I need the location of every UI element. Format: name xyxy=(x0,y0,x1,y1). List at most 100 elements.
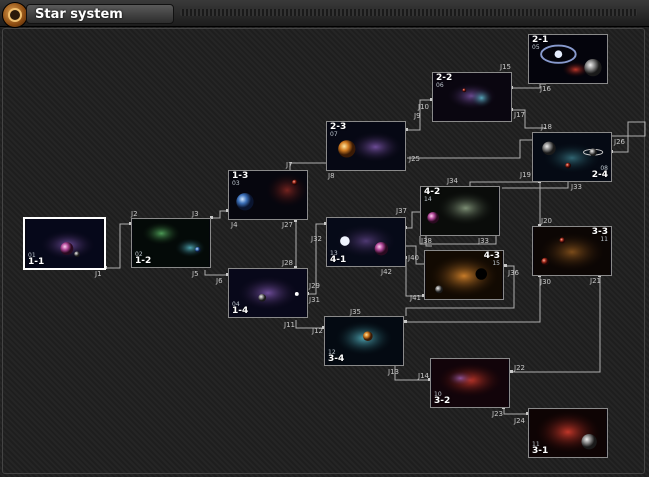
ringed-planet-image xyxy=(533,133,611,181)
junction-label: J27 xyxy=(282,221,293,229)
level-number: 06 xyxy=(436,82,444,89)
junction-label: J25 xyxy=(409,155,420,163)
level-number: 15 xyxy=(492,260,500,267)
level-label: 2-2 xyxy=(436,73,453,83)
junction-label: J4 xyxy=(231,221,238,229)
junction-label: J41 xyxy=(410,294,421,302)
level-label: 3-3 xyxy=(591,227,608,237)
level-number: 11 xyxy=(532,441,540,448)
title-bar[interactable]: Star system xyxy=(0,0,649,28)
junction-label-j33b: J33 xyxy=(478,237,489,245)
level-node-3-2[interactable]: 10 3-2 xyxy=(430,358,510,408)
junction-label: J17 xyxy=(514,111,525,119)
junction-label: J32 xyxy=(311,235,322,243)
level-node-1-3[interactable]: 1-3 03 xyxy=(228,170,308,220)
junction-label: J23 xyxy=(492,410,503,418)
blue-planet-image xyxy=(229,171,307,219)
junction-label: J15 xyxy=(500,63,511,71)
level-node-4-3[interactable]: 4-3 15 xyxy=(424,250,504,300)
junction-label: J35 xyxy=(350,308,361,316)
level-number: 07 xyxy=(330,131,338,138)
junction-label: J3 xyxy=(192,210,199,218)
level-label: 2-4 xyxy=(591,170,608,180)
level-number: 03 xyxy=(232,180,240,187)
level-node-2-3[interactable]: 2-3 07 xyxy=(326,121,406,171)
golden-nebula-image xyxy=(425,251,503,299)
level-node-4-1[interactable]: 13 4-1 xyxy=(326,217,406,267)
star-burst-image xyxy=(325,317,403,365)
level-number: 02 xyxy=(135,251,143,258)
level-label: 4-3 xyxy=(483,251,500,261)
level-label: 1-3 xyxy=(232,171,249,181)
level-node-1-1[interactable]: 01 1-1 xyxy=(23,217,106,270)
window-title: Star system xyxy=(26,4,174,24)
level-number: 05 xyxy=(532,44,540,51)
level-label: 3-1 xyxy=(532,446,549,456)
junction-label: J37 xyxy=(396,207,407,215)
level-node-4-2[interactable]: 4-2 14 xyxy=(420,186,500,236)
level-node-2-4[interactable]: 08 2-4 xyxy=(532,132,612,182)
junction-label: J22 xyxy=(514,364,525,372)
pink-nebula-image xyxy=(431,359,509,407)
level-node-3-3[interactable]: 3-3 11 xyxy=(532,226,612,276)
junction-label: J24 xyxy=(514,417,525,425)
level-label: 1-1 xyxy=(28,257,45,267)
orange-planet-image xyxy=(327,122,405,170)
level-label: 1-2 xyxy=(135,256,152,266)
junction-label: J18 xyxy=(541,123,552,131)
junction-label: J36 xyxy=(508,269,519,277)
junction-label: J1 xyxy=(95,270,102,278)
junction-label: J7 xyxy=(286,161,293,169)
bright-star-image xyxy=(327,218,405,266)
level-node-3-1[interactable]: 11 3-1 xyxy=(528,408,608,458)
junction-label: J28 xyxy=(282,259,293,267)
level-number: 10 xyxy=(434,391,442,398)
level-node-3-4[interactable]: 12 3-4 xyxy=(324,316,404,366)
junction-label: J31 xyxy=(309,296,320,304)
planet-image xyxy=(229,269,307,317)
junction-label: J34 xyxy=(447,177,458,185)
level-number: 08 xyxy=(600,165,608,172)
junction-label: J5 xyxy=(192,270,199,278)
level-node-1-4[interactable]: 04 1-4 xyxy=(228,268,308,318)
red-nebula-image xyxy=(529,409,607,457)
junction-label: J40 xyxy=(408,254,419,262)
junction-label: J42 xyxy=(381,268,392,276)
junction-label: J11 xyxy=(284,321,295,329)
junction-label: J30 xyxy=(540,278,551,286)
level-number: 13 xyxy=(330,250,338,257)
junction-label: J21 xyxy=(590,277,601,285)
junction-label: J13 xyxy=(388,368,399,376)
level-number: 04 xyxy=(232,301,240,308)
junction-label: J26 xyxy=(614,138,625,146)
galaxy-image xyxy=(529,35,607,83)
junction-label: J2 xyxy=(131,210,138,218)
map-frame xyxy=(2,28,645,474)
level-number: 01 xyxy=(28,252,36,259)
junction-label: J8 xyxy=(328,172,335,180)
level-node-1-2[interactable]: 02 1-2 xyxy=(131,218,211,268)
junction-label: J16 xyxy=(540,85,551,93)
level-number: 14 xyxy=(424,196,432,203)
star-emblem-icon xyxy=(2,2,28,28)
level-label: 2-3 xyxy=(330,122,347,132)
title-bar-ornament xyxy=(180,9,637,16)
level-label: 1-4 xyxy=(232,306,249,316)
level-label: 4-2 xyxy=(424,187,441,197)
level-label: 3-2 xyxy=(434,396,451,406)
level-node-2-2[interactable]: 2-2 06 xyxy=(432,72,512,122)
dust-cloud-image xyxy=(533,227,611,275)
junction-label: J19 xyxy=(520,171,531,179)
junction-label: J33 xyxy=(571,183,582,191)
junction-label: J12 xyxy=(312,327,323,335)
nebula-image xyxy=(132,219,210,267)
junction-label: J14 xyxy=(418,372,429,380)
level-number: 11 xyxy=(600,236,608,243)
level-node-2-1[interactable]: 2-1 05 xyxy=(528,34,608,84)
junction-label: J9 xyxy=(414,112,421,120)
level-number: 12 xyxy=(328,349,336,356)
level-label: 4-1 xyxy=(330,255,347,265)
junction-label: J10 xyxy=(418,103,429,111)
junction-label: J20 xyxy=(541,217,552,225)
